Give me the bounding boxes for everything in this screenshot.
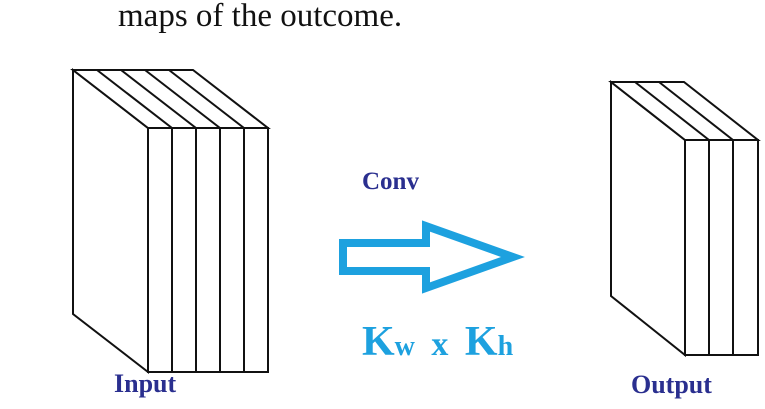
conv-arrow bbox=[339, 220, 525, 294]
conv-label: Conv bbox=[362, 168, 419, 195]
kernel-size-label: Kw x Kh bbox=[362, 319, 514, 365]
output-block bbox=[608, 79, 761, 358]
input-top-slice-1 bbox=[96, 69, 173, 129]
input-top-slice-3 bbox=[144, 69, 221, 129]
input-top-slice-2 bbox=[120, 69, 197, 129]
kernel-w-sub: w bbox=[395, 331, 416, 362]
output-top-slice-1 bbox=[634, 81, 710, 141]
caption-text: maps of the outcome. bbox=[118, 0, 403, 34]
output-label: Output bbox=[631, 370, 712, 399]
kernel-w-main: K bbox=[362, 319, 395, 365]
input-top-slice-4 bbox=[168, 69, 245, 129]
output-front-face bbox=[684, 139, 759, 356]
input-label: Input bbox=[114, 369, 176, 398]
input-front-face bbox=[147, 127, 269, 373]
input-block bbox=[70, 67, 271, 375]
kernel-h-sub: h bbox=[498, 331, 514, 362]
output-top-slice-2 bbox=[658, 81, 734, 141]
kernel-h-main: K bbox=[465, 319, 498, 365]
kernel-times: x bbox=[431, 326, 448, 363]
